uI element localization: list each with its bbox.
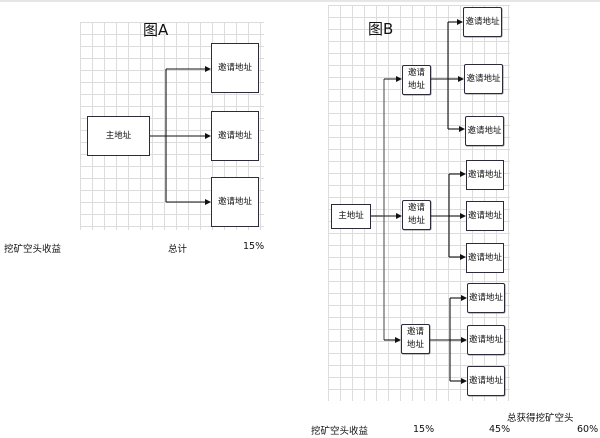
diagram-b-level1-value: 15% [413,424,435,435]
diagram-a-total-label: 总计 [168,244,188,255]
node-label-line2: 地址 [407,81,425,91]
node-label: 主地址 [338,211,364,221]
node-label-line2: 地址 [406,340,424,350]
diagram-b-level2-node: 邀请地址 [467,325,505,355]
diagram-b-level2-value: 45% [489,424,511,435]
diagram-b-title: 图B [368,20,394,38]
diagram-b-level2-node: 邀请地址 [467,283,505,313]
diagram-a-child-node: 邀请地址 [211,111,259,161]
node-label: 邀请地址 [467,125,502,136]
diagram-a-child-node: 邀请地址 [211,177,259,227]
diagram-b-total-value: 60% [577,424,599,435]
node-label: 邀请地址 [467,169,502,180]
node-label: 邀请地址 [217,130,252,141]
diagram-b-level1-node: 邀请 地址 [401,324,430,354]
diagram-a-title: 图A [143,21,169,39]
diagram-b-level1-node: 邀请 地址 [402,65,431,95]
diagram-b-level2-node: 邀请地址 [466,243,504,273]
node-label: 邀请地址 [468,334,503,345]
diagram-b-root-node: 主地址 [331,204,371,229]
diagram-b-level2-node: 邀请地址 [464,64,503,94]
node-label: 邀请地址 [467,210,502,221]
node-label: 邀请地址 [468,375,503,386]
node-label: 邀请地址 [217,62,252,73]
diagram-b-connectors [371,19,467,384]
diagram-a-total-value: 15% [243,241,265,252]
node-label-line2: 地址 [407,216,425,226]
top-border [0,0,600,2]
diagram-b-level1-node: 邀请 地址 [402,200,431,230]
node-label: 邀请地址 [217,196,252,207]
diagram-b-level2-node: 邀请地址 [466,160,504,190]
node-label: 邀请地址 [466,73,501,84]
diagram-a-connectors [150,66,211,205]
node-label: 邀请地址 [468,292,503,303]
diagram-b-level2-node: 邀请地址 [463,7,502,37]
node-label: 邀请地址 [467,252,502,263]
node-label-line1: 邀请 [406,327,424,337]
node-label: 邀请地址 [465,16,500,27]
diagram-a-child-node: 邀请地址 [211,43,259,93]
diagram-b-total-label: 总获得挖矿空头 [507,413,574,424]
diagram-a-footer-label: 挖矿空头收益 [4,244,62,255]
diagram-b-footer-label: 挖矿空头收益 [311,426,369,437]
node-label-line1: 邀请 [407,68,425,78]
node-label-line1: 邀请 [407,203,425,213]
node-label: 主地址 [105,130,132,141]
diagram-b-level2-node: 邀请地址 [467,366,505,396]
diagram-b-level2-node: 邀请地址 [466,201,504,231]
diagram-b-level2-node: 邀请地址 [465,116,504,146]
diagram-a-root-node: 主地址 [87,116,150,156]
